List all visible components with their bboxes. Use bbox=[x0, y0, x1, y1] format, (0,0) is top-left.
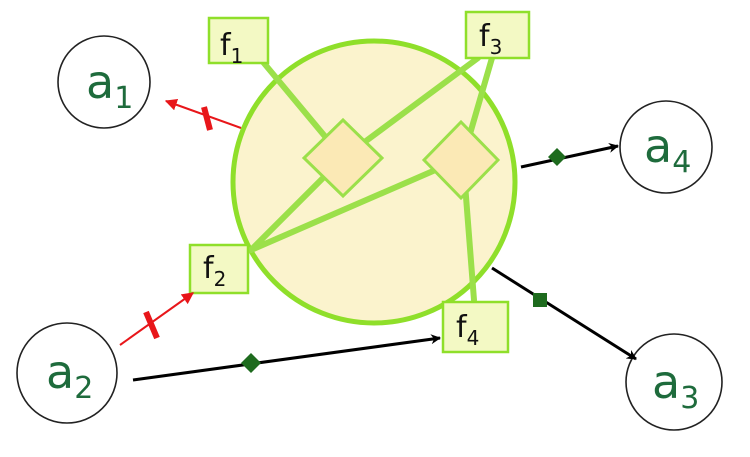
function-label: f1 bbox=[220, 28, 243, 68]
inhibit-link-to-f2 bbox=[119, 292, 194, 346]
inhibit-link-to-a1 bbox=[164, 99, 242, 131]
flow-arrow bbox=[491, 266, 637, 361]
flow-circle-to-a4 bbox=[520, 143, 619, 169]
inhibit-arrow bbox=[119, 292, 194, 346]
function-box bbox=[207, 16, 270, 65]
agent-a4: a4 bbox=[619, 100, 713, 194]
agent-circle bbox=[625, 333, 723, 431]
flow-square-marker bbox=[533, 293, 547, 307]
function-f2: f2 bbox=[188, 243, 250, 295]
agent-label: a2 bbox=[46, 345, 93, 406]
link-f2-node2 bbox=[248, 155, 466, 253]
function-f3: f3 bbox=[464, 10, 531, 60]
agent-circle bbox=[57, 35, 151, 129]
agent-label: a3 bbox=[652, 355, 699, 416]
function-box bbox=[188, 243, 250, 295]
function-box bbox=[464, 10, 531, 60]
flow-diamond-marker bbox=[241, 353, 261, 373]
agent-label: a1 bbox=[86, 55, 133, 116]
internal-node-2 bbox=[421, 119, 501, 201]
agent-a3: a3 bbox=[625, 333, 723, 431]
inhibit-bar bbox=[143, 310, 160, 340]
flow-a2-to-f4 bbox=[132, 334, 441, 382]
flow-arrow bbox=[520, 143, 619, 169]
function-f4: f4 bbox=[441, 300, 510, 354]
internal-links bbox=[248, 55, 495, 303]
function-label: f3 bbox=[479, 19, 502, 59]
flow-arrow bbox=[132, 334, 441, 382]
agent-a1: a1 bbox=[57, 35, 151, 129]
agent-circle bbox=[619, 100, 713, 194]
agent-label: a4 bbox=[644, 119, 691, 180]
function-label: f2 bbox=[203, 251, 226, 291]
function-box bbox=[441, 300, 510, 354]
agent-a2: a2 bbox=[16, 322, 118, 424]
flow-circle-to-a3 bbox=[491, 266, 637, 361]
flow-diamond-marker bbox=[548, 148, 566, 166]
agent-circle bbox=[16, 322, 118, 424]
function-f1: f1 bbox=[207, 16, 270, 68]
inhibit-bar bbox=[201, 106, 213, 131]
internal-node-1 bbox=[301, 117, 385, 199]
function-label: f4 bbox=[456, 310, 479, 350]
